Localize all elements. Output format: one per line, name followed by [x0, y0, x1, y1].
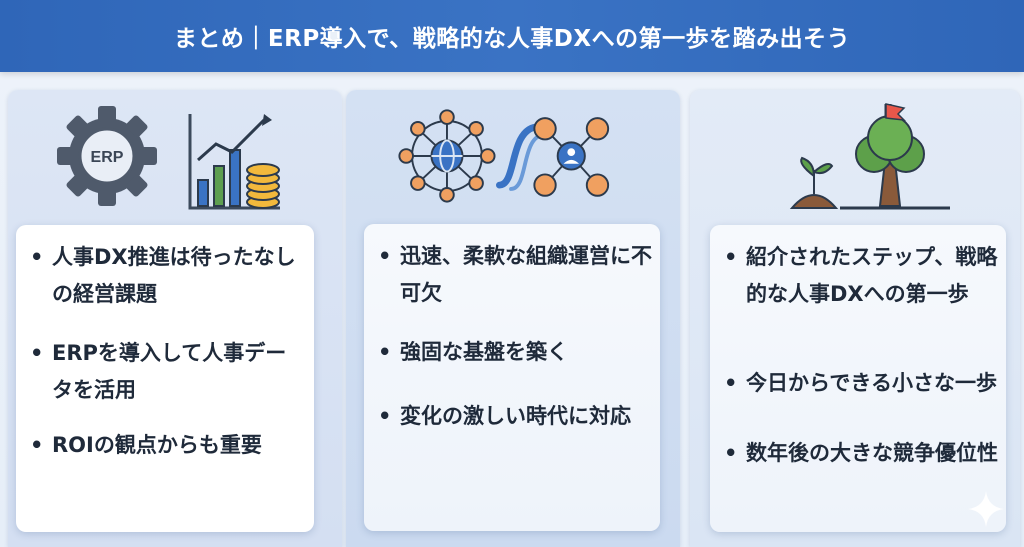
sparkle-icon	[968, 491, 1004, 527]
bullet-text: 迅速、柔軟な組織運営に不可欠	[400, 244, 652, 305]
panel-2-icons	[398, 109, 610, 203]
list-item: •ERPを導入して人事データを活用	[30, 335, 306, 409]
coin-stack-icon	[246, 163, 280, 209]
bullet-text: 紹介されたステップ、戦略的な人事DXへの第一歩	[746, 245, 998, 306]
list-item: •人事DX推進は待ったなしの経営課題	[30, 239, 306, 313]
card-1: •人事DX推進は待ったなしの経営課題 •ERPを導入して人事データを活用 •RO…	[16, 225, 314, 532]
bullet-text: ROIの観点からも重要	[52, 433, 262, 457]
list-item: •数年後の大きな競争優位性	[724, 435, 998, 472]
flag-icon	[884, 103, 907, 121]
sprout-icon	[789, 156, 839, 209]
panel-1-icons: ERP	[57, 106, 280, 210]
flow-wave-icon	[496, 123, 540, 189]
tree-icon	[840, 104, 950, 210]
bullet-text: 数年後の大きな競争優位性	[746, 441, 998, 465]
list-item: •変化の激しい時代に対応	[378, 398, 652, 435]
gear-icon: ERP	[57, 106, 157, 206]
list-item: •ROIの観点からも重要	[30, 427, 306, 464]
list-item: •迅速、柔軟な組織運営に不可欠	[378, 238, 652, 312]
people-network-icon	[533, 117, 610, 197]
list-item: •今日からできる小さな一歩	[724, 365, 998, 402]
bullet-text: 今日からできる小さな一歩	[746, 371, 997, 395]
panel-3-icons	[789, 103, 950, 210]
growth-chart-icon	[188, 114, 280, 210]
card-2: •迅速、柔軟な組織運営に不可欠 •強固な基盤を築く •変化の激しい時代に対応	[364, 224, 660, 531]
header-banner: まとめ｜ERP導入で、戦略的な人事DXへの第一歩を踏み出そう	[0, 0, 1024, 72]
list-item: •紹介されたステップ、戦略的な人事DXへの第一歩	[724, 239, 998, 313]
bullet-text: 変化の激しい時代に対応	[400, 404, 631, 428]
gear-label: ERP	[91, 149, 124, 166]
page-title: まとめ｜ERP導入で、戦略的な人事DXへの第一歩を踏み出そう	[173, 26, 851, 52]
bullet-text: 強固な基盤を築く	[400, 340, 568, 364]
bullet-text: 人事DX推進は待ったなしの経営課題	[52, 245, 296, 306]
bullet-text: ERPを導入して人事データを活用	[52, 341, 287, 402]
list-item: •強固な基盤を築く	[378, 334, 652, 371]
card-3: •紹介されたステップ、戦略的な人事DXへの第一歩 •今日からできる小さな一歩 •…	[710, 225, 1006, 532]
network-globe-icon	[398, 109, 496, 203]
